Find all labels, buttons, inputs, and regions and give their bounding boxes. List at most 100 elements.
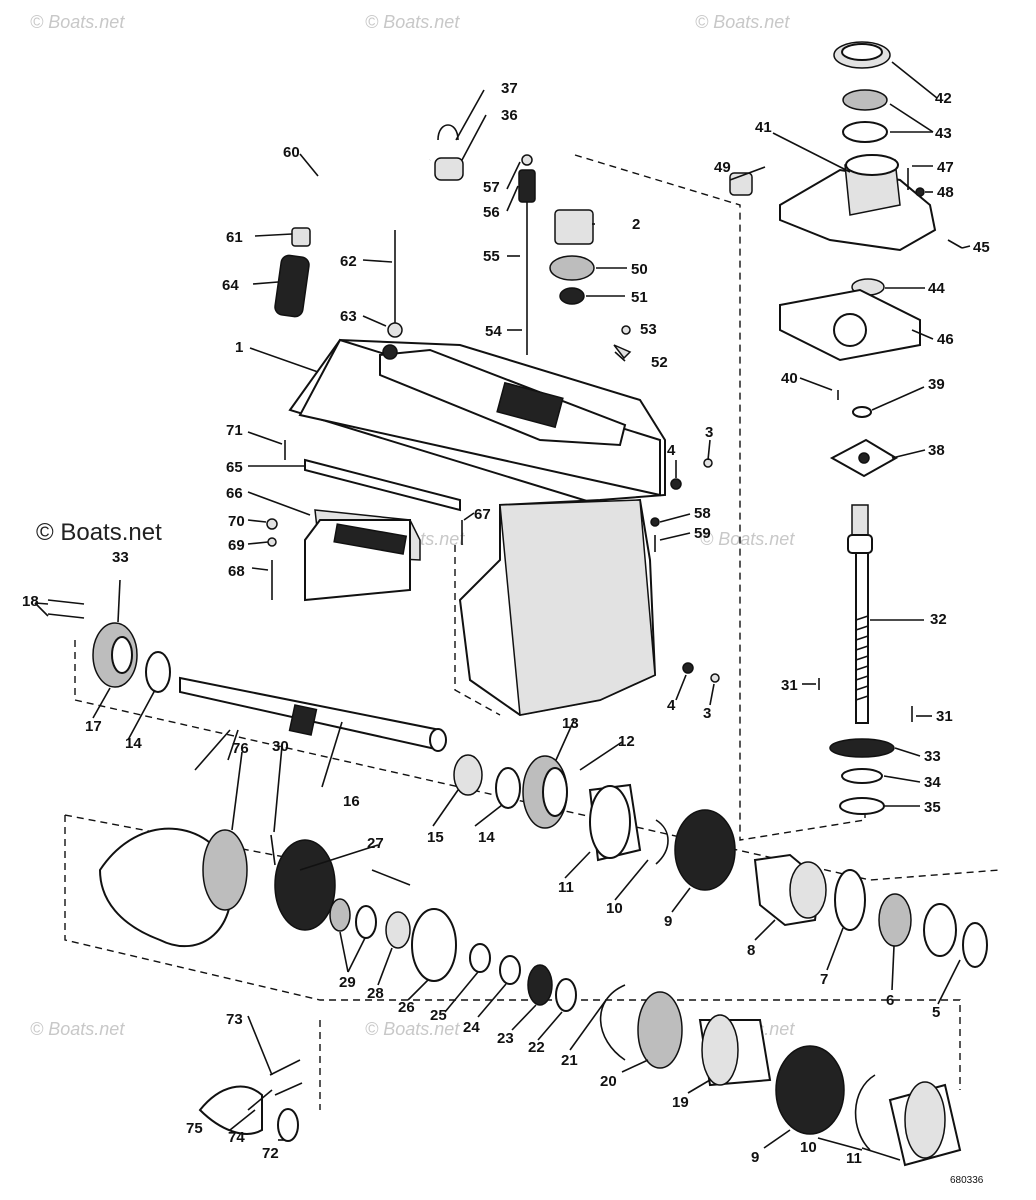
part-number-label: 75 xyxy=(186,1120,203,1137)
drive-shaft-assembly xyxy=(729,41,963,815)
part-number-label: 76 xyxy=(232,740,249,757)
part-number-label: 21 xyxy=(561,1052,578,1069)
part-number-label: 71 xyxy=(226,422,243,439)
part-number-label: 58 xyxy=(694,505,711,522)
part-number-label: 2 xyxy=(632,216,640,233)
trim-plate-parts xyxy=(266,440,720,683)
part-number-label: 54 xyxy=(485,323,502,340)
part-number-label: 5 xyxy=(932,1004,940,1021)
part-number-label: 37 xyxy=(501,80,518,97)
part-number-label: 4 xyxy=(667,697,676,714)
part-number-label: 13 xyxy=(562,715,579,732)
part-number-label: 63 xyxy=(340,308,357,325)
part-number-label: 33 xyxy=(924,748,941,765)
part-number-label: 11 xyxy=(558,879,574,896)
part-number-label: 62 xyxy=(340,253,357,270)
part-number-label: 29 xyxy=(339,974,356,991)
part-number-label: 8 xyxy=(747,942,755,959)
part-number-label: 28 xyxy=(367,985,384,1002)
part-number-label: 39 xyxy=(928,376,945,393)
part-number-label: 10 xyxy=(800,1139,817,1156)
watermark-text: © Boats.net xyxy=(365,1019,460,1039)
part-number-label: 48 xyxy=(937,184,954,201)
watermark-text: © Boats.net xyxy=(695,12,790,32)
watermark-text: © Boats.net xyxy=(36,519,162,546)
part-number-label: 41 xyxy=(755,119,772,136)
part-number-label: 36 xyxy=(501,107,518,124)
part-number-label: 44 xyxy=(928,280,945,297)
part-number-label: 23 xyxy=(497,1030,514,1047)
part-number-label: 51 xyxy=(631,289,648,306)
part-number-label: 14 xyxy=(478,829,495,846)
part-number-label: 59 xyxy=(694,525,711,542)
leader-lines xyxy=(34,61,971,1161)
part-number-label: 18 xyxy=(22,593,39,610)
part-number-label: 3 xyxy=(703,705,711,722)
part-number-label: 47 xyxy=(937,159,954,176)
part-number-label: 4 xyxy=(667,442,676,459)
part-number-label: 31 xyxy=(781,677,798,694)
part-number-label: 9 xyxy=(751,1149,759,1166)
part-number-label: 7 xyxy=(820,971,828,988)
part-number-label: 73 xyxy=(226,1011,243,1028)
part-number-label: 1 xyxy=(235,339,243,356)
part-number-label: 38 xyxy=(928,442,945,459)
watermark-text: © Boats.net xyxy=(30,1019,125,1039)
part-number-label: 20 xyxy=(600,1073,617,1090)
part-number-label: 25 xyxy=(430,1007,447,1024)
part-number-label: 30 xyxy=(272,738,289,755)
part-number-label: 17 xyxy=(85,718,102,735)
part-number-label: 12 xyxy=(618,733,635,750)
part-number-label: 45 xyxy=(973,239,990,256)
part-number-label: 31 xyxy=(936,708,953,725)
part-number-labels: 1233445678991010111112131414151617181920… xyxy=(22,80,990,1167)
part-number-label: 55 xyxy=(483,248,500,265)
part-number-label: 52 xyxy=(651,354,668,371)
part-number-label: 34 xyxy=(924,774,941,791)
water-tube-parts xyxy=(274,124,632,360)
part-number-label: 27 xyxy=(367,835,384,852)
part-number-label: 14 xyxy=(125,735,142,752)
part-number-label: 72 xyxy=(262,1145,279,1162)
part-number-label: 69 xyxy=(228,537,245,554)
watermark-text: © Boats.net xyxy=(365,12,460,32)
drawing-code: 680336 xyxy=(950,1175,984,1186)
part-number-label: 42 xyxy=(935,90,952,107)
part-number-label: 16 xyxy=(343,793,360,810)
part-number-label: 64 xyxy=(222,277,239,294)
part-number-label: 9 xyxy=(664,913,672,930)
part-number-label: 43 xyxy=(935,125,952,142)
part-number-label: 3 xyxy=(705,424,713,441)
part-number-label: 40 xyxy=(781,370,798,387)
part-number-label: 66 xyxy=(226,485,243,502)
watermarks: © Boats.net © Boats.net © Boats.net © Bo… xyxy=(30,12,795,1039)
part-number-label: 61 xyxy=(226,229,243,246)
part-number-label: 53 xyxy=(640,321,657,338)
part-number-label: 24 xyxy=(463,1019,480,1036)
part-number-label: 74 xyxy=(228,1129,245,1146)
part-number-label: 15 xyxy=(427,829,444,846)
part-number-label: 32 xyxy=(930,611,947,628)
part-number-label: 10 xyxy=(606,900,623,917)
part-number-label: 26 xyxy=(398,999,415,1016)
part-number-label: 68 xyxy=(228,563,245,580)
part-number-label: 35 xyxy=(924,799,941,816)
part-number-label: 33 xyxy=(112,549,129,566)
propeller-shaft-assembly xyxy=(47,599,568,829)
part-number-label: 67 xyxy=(474,506,491,523)
part-number-label: 11 xyxy=(846,1150,862,1167)
gearcase-housing xyxy=(288,338,666,717)
part-number-label: 6 xyxy=(886,992,894,1009)
part-number-label: 56 xyxy=(483,204,500,221)
watermark-text: © Boats.net xyxy=(30,12,125,32)
watermark-text: © Boats.net xyxy=(700,529,795,549)
part-number-label: 19 xyxy=(672,1094,689,1111)
part-number-label: 22 xyxy=(528,1039,545,1056)
propeller-and-bearing-parts xyxy=(98,729,962,1167)
part-number-label: 50 xyxy=(631,261,648,278)
part-number-label: 49 xyxy=(714,159,731,176)
part-number-label: 70 xyxy=(228,513,245,530)
part-number-label: 60 xyxy=(283,144,300,161)
